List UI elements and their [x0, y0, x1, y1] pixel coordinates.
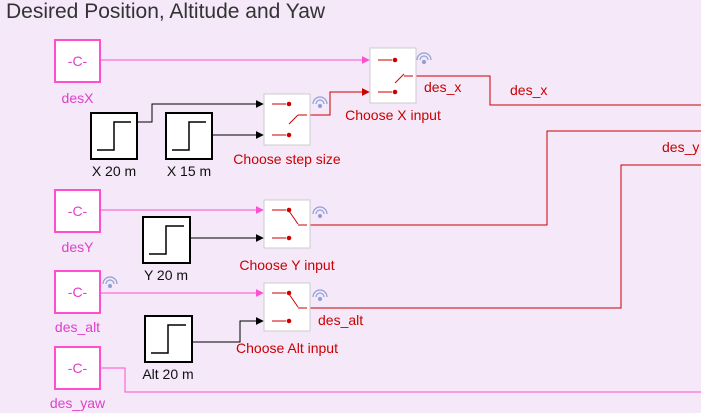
constant-name: desX: [62, 90, 95, 106]
step-name: X 15 m: [167, 163, 211, 179]
switch-name: Choose X input: [345, 107, 441, 123]
signal-label-des-alt: des_alt: [318, 312, 363, 328]
wireless-icon: [312, 289, 328, 302]
step-icon: [172, 121, 206, 151]
signal-des-yaw: [100, 367, 701, 393]
diagram-title: Desired Position, Altitude and Yaw: [6, 0, 326, 23]
constant-name: des_yaw: [50, 395, 106, 411]
switch-block-choose-alt[interactable]: Choose Alt input: [236, 282, 338, 356]
signal-step-out: [310, 88, 370, 116]
wireless-icon: [312, 206, 328, 219]
step-icon: [149, 225, 184, 255]
signal-des-x: [416, 75, 701, 106]
signal-label-des-x-far: des_x: [510, 82, 547, 98]
step-name: X 20 m: [92, 163, 136, 179]
switch-icon: [272, 101, 307, 138]
wireless-icon: [312, 96, 328, 109]
step-name: Y 20 m: [144, 267, 188, 283]
wireless-icon: [102, 276, 118, 289]
signal-label-des-y: des_y: [662, 139, 699, 155]
switch-icon: [272, 207, 307, 241]
switch-name: Choose Y input: [239, 257, 334, 273]
constant-value: -C-: [68, 53, 88, 69]
constant-value: -C-: [68, 360, 88, 376]
switch-name: Choose step size: [233, 151, 341, 167]
switch-block-choose-step[interactable]: Choose step size: [233, 93, 341, 167]
step-icon: [151, 324, 186, 354]
signal-alt20: [192, 317, 264, 343]
signal-x20: [137, 100, 264, 123]
constant-name: desY: [62, 239, 95, 255]
switch-block-choose-y[interactable]: Choose Y input: [239, 199, 335, 273]
constant-name: des_alt: [55, 319, 100, 335]
signal-des-alt: [310, 164, 701, 309]
switch-name: Choose Alt input: [236, 340, 338, 356]
constant-block-desX[interactable]: -C- desX: [54, 39, 101, 106]
switch-block-choose-x[interactable]: Choose X input: [345, 47, 441, 123]
step-block-alt20[interactable]: Alt 20 m: [142, 315, 194, 382]
step-block-x20[interactable]: X 20 m: [90, 112, 138, 179]
signal-label-des-x-near: des_x: [424, 79, 461, 95]
constant-value: -C-: [68, 203, 88, 219]
constant-block-des-alt[interactable]: -C- des_alt: [54, 270, 101, 335]
wireless-icon: [416, 52, 432, 65]
constant-block-desY[interactable]: -C- desY: [54, 189, 101, 255]
switch-icon: [378, 57, 413, 95]
constant-value: -C-: [68, 284, 88, 300]
step-block-x15[interactable]: X 15 m: [165, 112, 213, 179]
constant-block-des-yaw[interactable]: -C- des_yaw: [50, 346, 106, 411]
switch-icon: [272, 290, 307, 324]
step-icon: [97, 121, 131, 151]
signal-des-y: [310, 130, 701, 226]
step-block-y20[interactable]: Y 20 m: [142, 216, 191, 283]
step-name: Alt 20 m: [142, 366, 193, 382]
